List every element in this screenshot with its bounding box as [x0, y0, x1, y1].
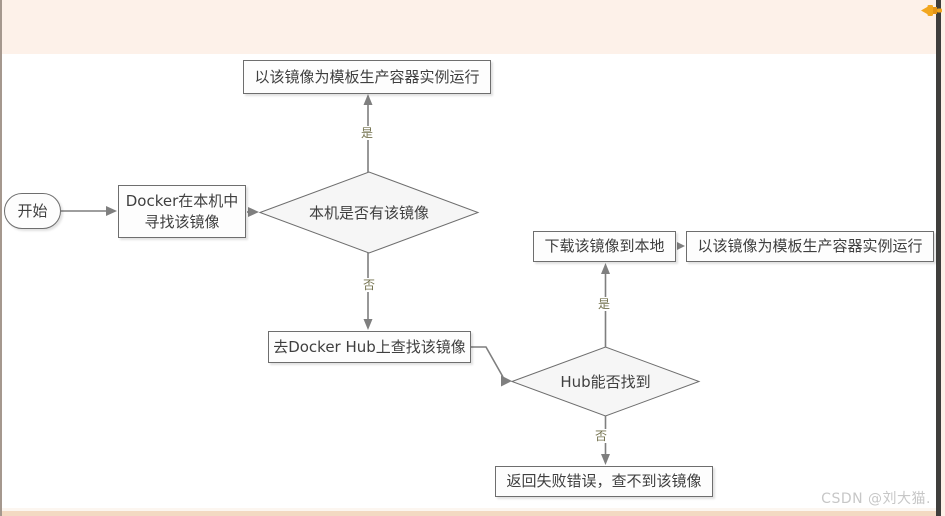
run-instance-box-top: 以该镜像为模板生产容器实例运行: [243, 60, 491, 94]
right-scroll-bar[interactable]: [936, 0, 941, 516]
run-instance-box-right: 以该镜像为模板生产容器实例运行: [686, 231, 934, 262]
find-local-line1: Docker在本机中: [125, 191, 239, 210]
find-local-line2: 寻找该镜像: [144, 212, 220, 231]
bottom-accent-strip: [2, 511, 936, 516]
run-instance-right-label: 以该镜像为模板生产容器实例运行: [697, 237, 923, 255]
run-instance-top-label: 以该镜像为模板生产容器实例运行: [254, 67, 480, 86]
start-label: 开始: [17, 201, 48, 220]
hub-search-box: 去Docker Hub上查找该镜像: [268, 331, 471, 363]
csdn-watermark: CSDN @刘大猫.: [821, 491, 931, 507]
download-image-box: 下载该镜像到本地: [533, 231, 676, 262]
top-accent-strip: [2, 0, 936, 54]
bottom-light-strip: [2, 508, 936, 511]
right-accent-strip: [941, 0, 945, 516]
download-image-label: 下载该镜像到本地: [544, 237, 665, 255]
edge-label-local-yes: 是: [359, 126, 376, 141]
edge-label-local-no: 否: [361, 278, 378, 293]
fail-return-label: 返回失败错误，查不到该镜像: [506, 472, 702, 490]
diamond-shape: [258, 171, 480, 254]
diamond-shape: [510, 346, 701, 417]
edge-label-hub-no: 否: [593, 429, 610, 444]
local-image-decision: 本机是否有该镜像: [258, 171, 480, 254]
local-image-decision-label: 本机是否有该镜像: [308, 204, 429, 222]
start-node: 开始: [4, 193, 61, 229]
fail-return-box: 返回失败错误，查不到该镜像: [495, 466, 713, 497]
hub-search-label: 去Docker Hub上查找该镜像: [273, 337, 466, 356]
edge-label-hub-yes: 是: [596, 297, 613, 312]
pushpin-icon[interactable]: [921, 3, 942, 18]
left-page-border: [0, 0, 2, 516]
hub-found-decision: Hub能否找到: [510, 346, 701, 417]
find-local-image-box: Docker在本机中 寻找该镜像: [118, 185, 246, 238]
hub-found-decision-label: Hub能否找到: [560, 373, 651, 391]
